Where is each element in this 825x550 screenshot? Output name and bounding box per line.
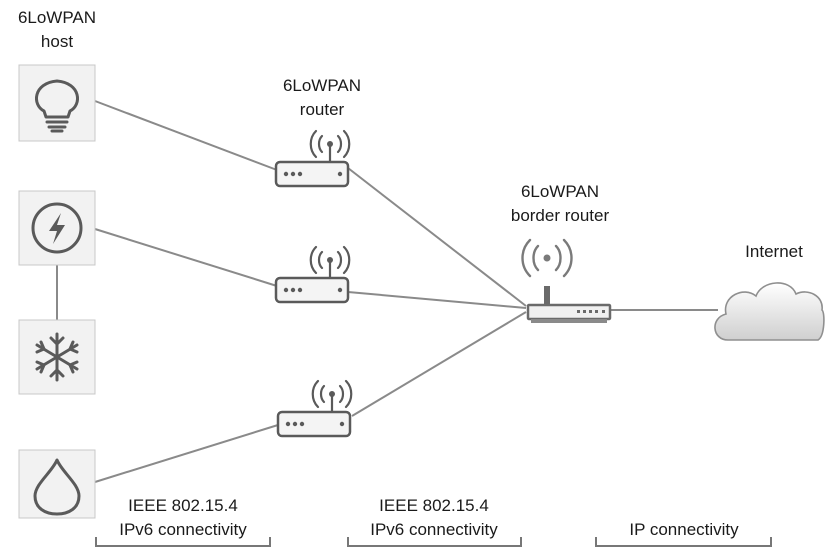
segment-label-1: IEEE 802.15.4 IPv6 connectivity <box>119 494 247 542</box>
wifi-signal-icon <box>309 245 351 280</box>
segment-1-line2: IPv6 connectivity <box>119 520 247 539</box>
router-label-line2: router <box>299 100 345 119</box>
border-router-label-line1: 6LoWPAN <box>520 182 600 201</box>
wifi-signal-icon <box>309 129 351 164</box>
link-lightning-router2 <box>94 228 278 287</box>
host-snowflake <box>18 319 96 395</box>
segment-2-line2: IPv6 connectivity <box>370 520 498 539</box>
water-drop-icon <box>33 458 81 516</box>
segment-1-line1: IEEE 802.15.4 <box>128 496 238 515</box>
router-1 <box>274 129 351 188</box>
wifi-signal-icon <box>521 238 573 278</box>
snowflake-icon <box>35 332 79 382</box>
router-2 <box>274 245 351 304</box>
bracket-2 <box>347 537 522 547</box>
host-water-drop <box>18 449 96 519</box>
bracket-3 <box>595 537 772 547</box>
segment-3-line2: IP connectivity <box>629 520 739 539</box>
router-label: 6LoWPAN router <box>283 74 361 122</box>
border-router-label-line2: border router <box>510 206 610 225</box>
link-router2-border <box>347 291 527 309</box>
link-router1-border <box>347 167 527 307</box>
host-label-line1: 6LoWPAN <box>17 8 97 27</box>
link-drop-router3 <box>94 424 279 483</box>
border-router-icon <box>526 286 612 323</box>
segment-2-line1: IEEE 802.15.4 <box>379 496 489 515</box>
internet-label-text: Internet <box>745 242 803 261</box>
host-light-bulb <box>18 64 96 142</box>
router-icon <box>276 410 352 438</box>
link-router3-border <box>351 311 527 417</box>
internet-label: Internet <box>745 240 803 264</box>
router-3 <box>276 379 353 438</box>
segment-label-2: IEEE 802.15.4 IPv6 connectivity <box>370 494 498 542</box>
router-icon <box>274 276 350 304</box>
segment-brackets <box>95 537 772 547</box>
host-label-line2: host <box>40 32 74 51</box>
lightning-icon <box>31 202 83 254</box>
wifi-signal-icon <box>311 379 353 414</box>
host-label: 6LoWPAN host <box>18 6 96 54</box>
segment-label-3: IP connectivity <box>629 518 738 542</box>
border-router <box>521 238 612 323</box>
bracket-1 <box>95 537 271 547</box>
host-lightning <box>18 190 96 266</box>
link-bulb-router1 <box>94 100 278 171</box>
router-icon <box>274 160 350 188</box>
light-bulb-icon <box>35 79 79 133</box>
router-label-line1: 6LoWPAN <box>282 76 362 95</box>
connections <box>56 100 718 483</box>
border-router-label: 6LoWPAN border router <box>511 180 609 228</box>
cloud-icon <box>714 282 825 341</box>
